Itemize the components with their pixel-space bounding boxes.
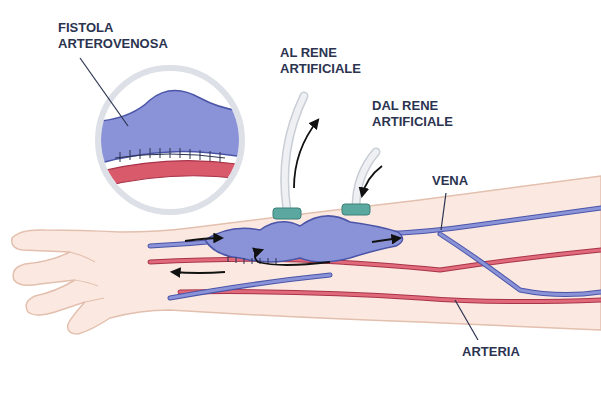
tube [285,96,304,210]
artery [150,250,601,270]
part-label: ARTERIA [462,344,542,360]
flow-arrow [362,166,382,196]
tube [356,152,376,208]
inset-stitches [115,148,225,162]
fistula [205,216,403,262]
vein [150,208,601,298]
part-label: AL RENE ARTIFICIALE [280,45,378,77]
needle-connector [273,208,301,219]
part-label: FISTOLA ARTEROVENOSA [58,20,170,52]
needle-connector [342,204,370,215]
part-label: DAL RENE ARTIFICIALE [372,98,472,130]
flow-arrow [185,238,222,241]
flow-arrow [255,250,330,265]
leader-line [80,58,128,126]
flow-arrow [294,120,318,188]
flow-arrow [172,272,225,273]
tube [356,152,376,208]
vein [150,208,601,298]
inset-vein [90,90,250,166]
stitches [228,256,276,264]
leader-line [455,300,478,340]
part-label: VENA [432,173,492,189]
leader-line [441,193,446,230]
flow-arrow [372,238,400,242]
tube [285,96,304,210]
artery [150,250,601,270]
arm-crease [70,252,104,302]
arm [12,176,601,334]
inset-artery [90,161,250,190]
